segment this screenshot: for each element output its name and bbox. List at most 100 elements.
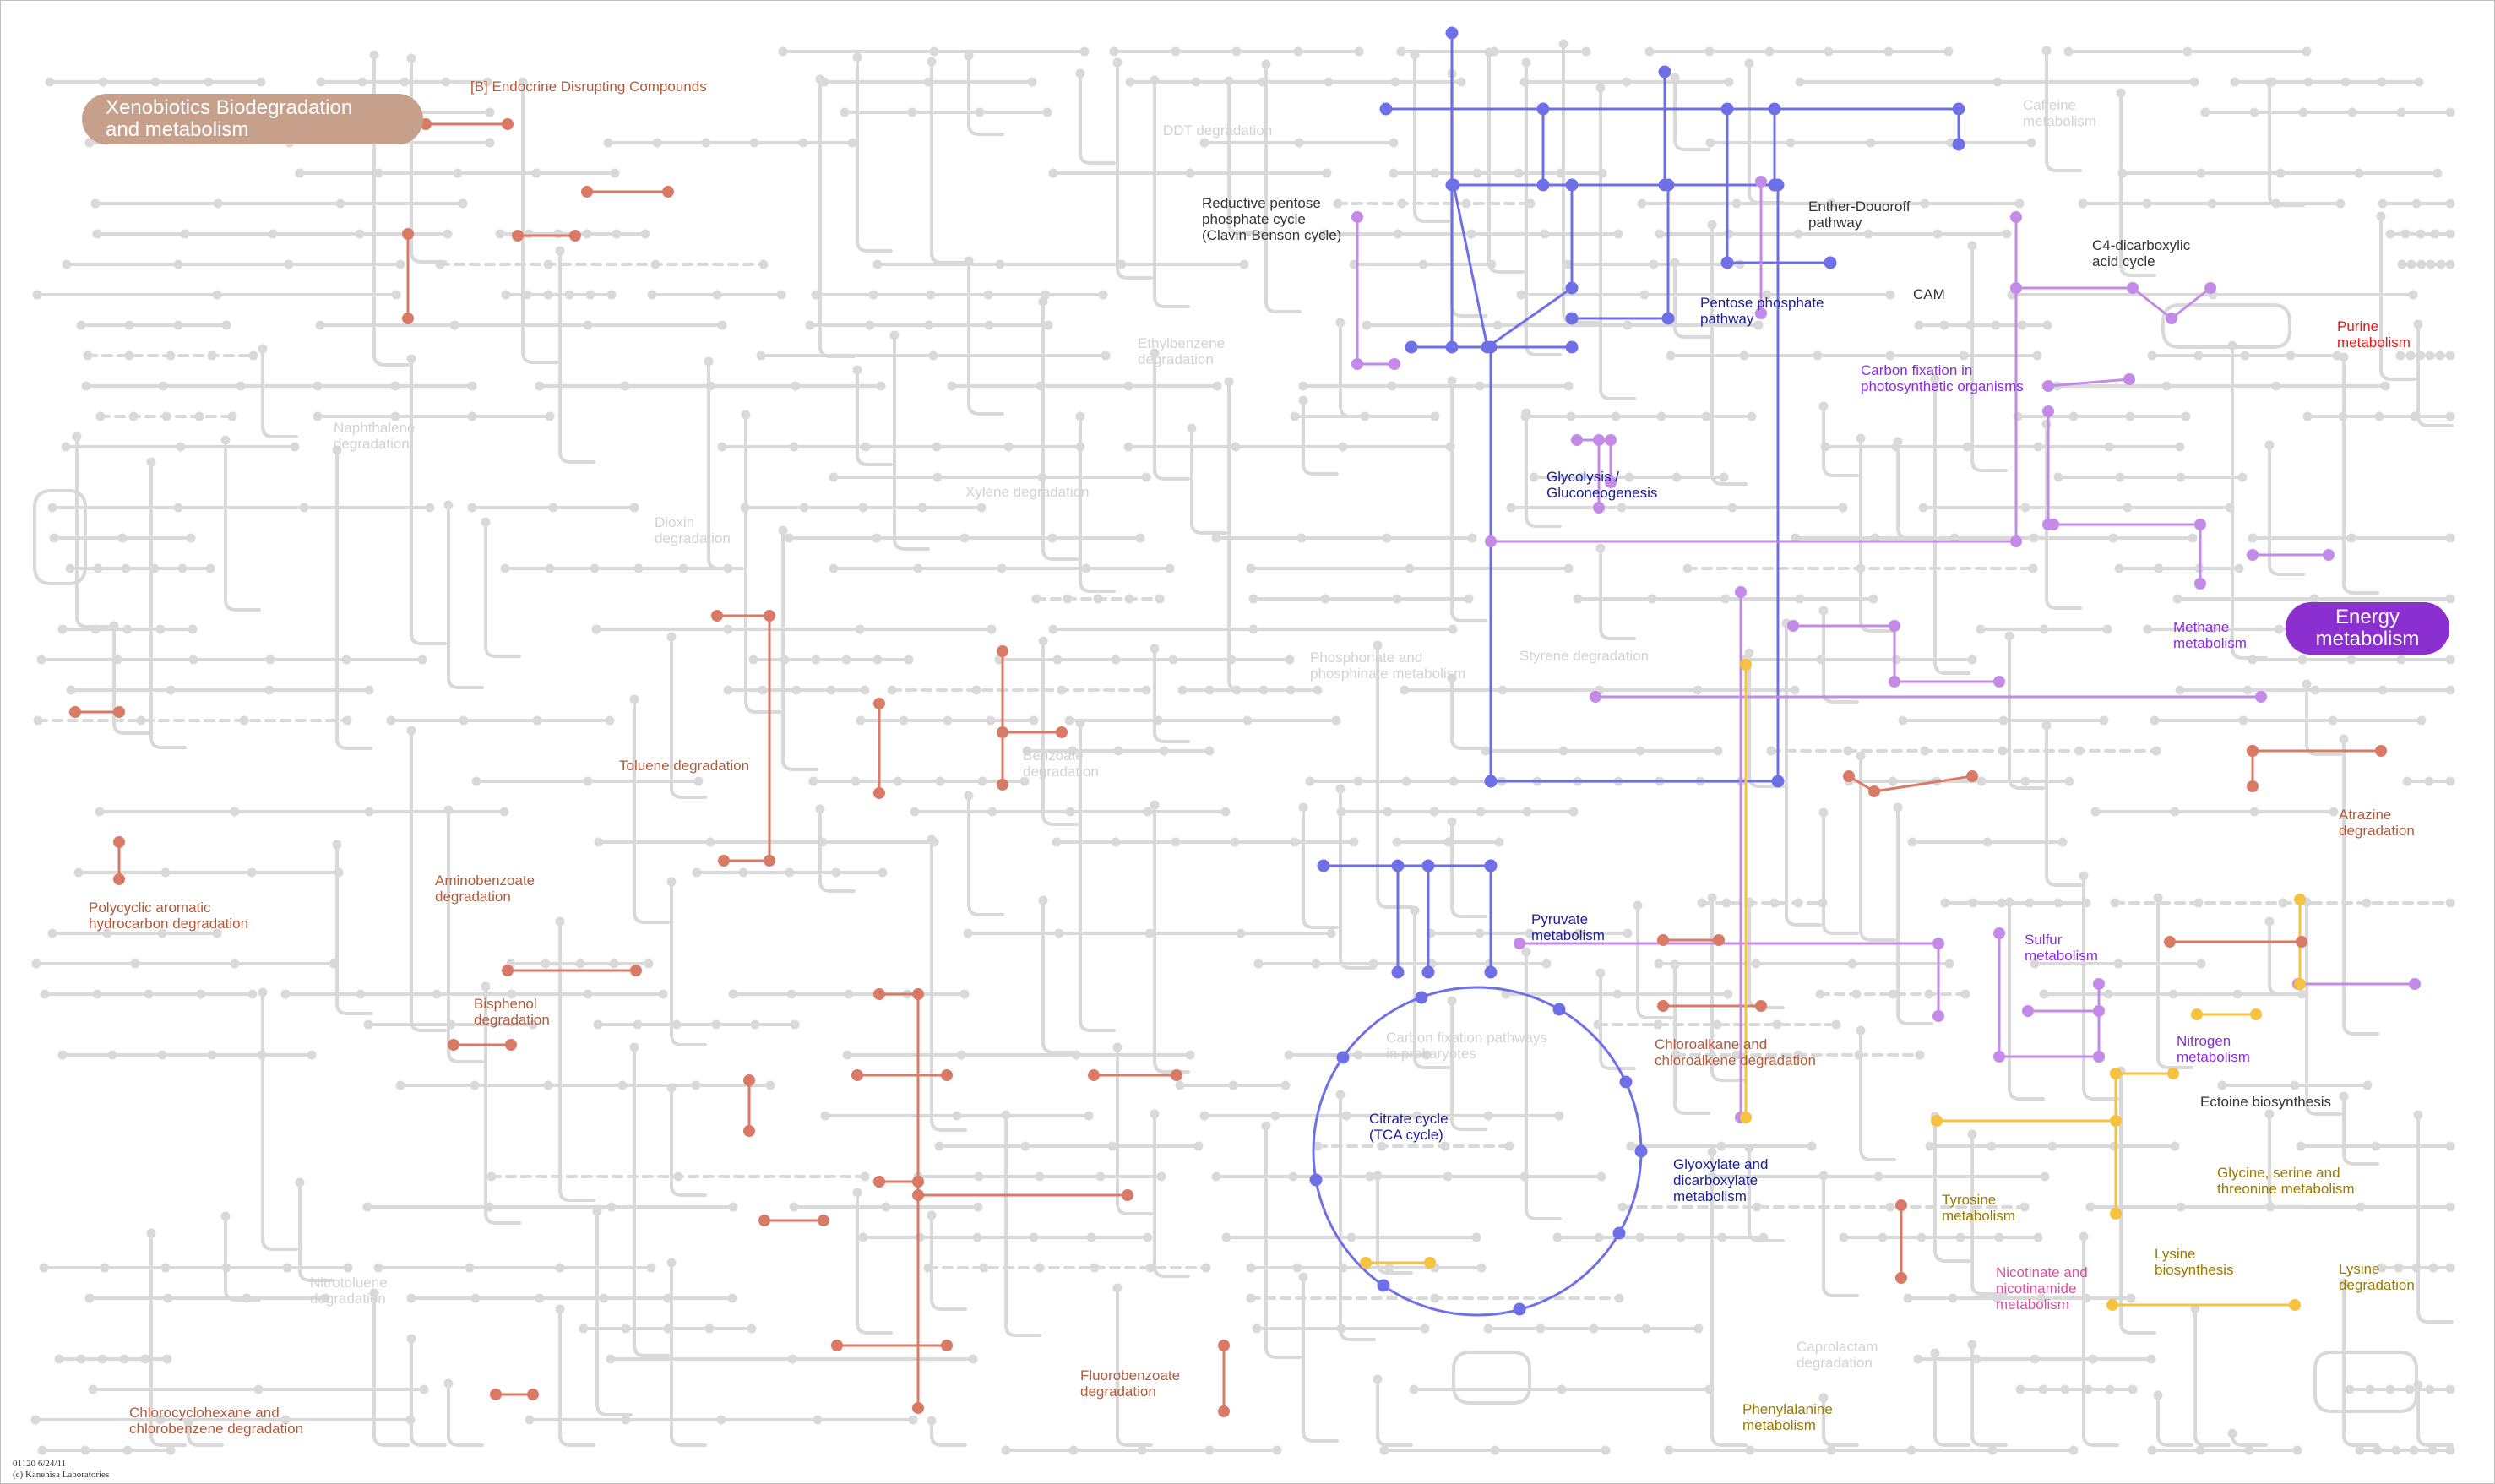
compound-node[interactable] (927, 1210, 937, 1220)
compound-node[interactable] (1976, 624, 1986, 634)
compound-node[interactable] (2041, 720, 2052, 731)
compound-node[interactable] (2064, 776, 2074, 786)
compound-node[interactable] (2237, 472, 2248, 482)
compound-node[interactable] (2117, 168, 2128, 178)
compound-node[interactable] (2020, 776, 2030, 786)
compound-node[interactable] (1671, 472, 1682, 482)
compound-node[interactable] (499, 807, 509, 817)
compound-node[interactable] (1965, 320, 1976, 330)
compound-node[interactable] (150, 77, 160, 87)
compound-node[interactable] (1242, 715, 1253, 726)
compound-node[interactable] (1177, 685, 1188, 695)
compound-node[interactable] (1641, 1324, 1651, 1334)
compound-node[interactable] (1739, 351, 1749, 361)
energy-light-compound-node[interactable] (2047, 519, 2059, 530)
compound-node[interactable] (1052, 837, 1062, 847)
compound-node[interactable] (977, 776, 987, 786)
compound-node[interactable] (876, 381, 886, 391)
compound-node[interactable] (633, 563, 644, 573)
compound-node[interactable] (1744, 1143, 1754, 1153)
energy-light-compound-node[interactable] (2010, 282, 2022, 294)
compound-node[interactable] (971, 685, 981, 695)
compound-node[interactable] (610, 168, 620, 178)
compound-node[interactable] (1839, 1232, 1849, 1242)
compound-node[interactable] (579, 1324, 589, 1334)
compound-node[interactable] (495, 229, 505, 239)
energy-compound-node[interactable] (1484, 965, 1498, 979)
compound-node[interactable] (2240, 351, 2250, 361)
compound-node[interactable] (1384, 1263, 1394, 1273)
compound-node[interactable] (1982, 837, 1992, 847)
compound-node[interactable] (2445, 351, 2455, 361)
compound-node[interactable] (307, 1050, 317, 1060)
compound-node[interactable] (1633, 900, 1643, 911)
compound-node[interactable] (1735, 259, 1745, 269)
compound-node[interactable] (2030, 1354, 2040, 1364)
compound-node[interactable] (2090, 807, 2101, 817)
compound-node[interactable] (2019, 1202, 2030, 1212)
compound-node[interactable] (1211, 1171, 1221, 1182)
compound-node[interactable] (1201, 1263, 1211, 1273)
compound-node[interactable] (32, 290, 42, 300)
compound-node[interactable] (1693, 1324, 1704, 1334)
compound-node[interactable] (334, 867, 344, 878)
compound-node[interactable] (1071, 1050, 1081, 1060)
compound-node[interactable] (31, 959, 41, 969)
compound-node[interactable] (406, 1334, 416, 1344)
compound-node[interactable] (47, 928, 57, 938)
compound-node[interactable] (1410, 905, 1420, 916)
compound-node[interactable] (2002, 229, 2012, 239)
compound-node[interactable] (1992, 1293, 2003, 1303)
energy-light-compound-node[interactable] (1993, 676, 2005, 688)
compound-node[interactable] (1713, 746, 1723, 756)
cam-label[interactable]: CAM (1913, 286, 1945, 302)
compound-node[interactable] (1790, 685, 1800, 695)
compound-node[interactable] (2405, 351, 2416, 361)
compound-node[interactable] (62, 259, 72, 269)
compound-node[interactable] (1612, 989, 1623, 999)
compound-node[interactable] (1723, 989, 1733, 999)
compound-node[interactable] (1751, 959, 1761, 969)
compound-node[interactable] (987, 624, 997, 634)
compound-node[interactable] (1101, 351, 1111, 361)
compound-node[interactable] (363, 1019, 373, 1030)
compound-node[interactable] (485, 107, 495, 117)
compound-node[interactable] (1959, 351, 1969, 361)
xenobiotics-compound-node[interactable] (764, 610, 775, 622)
compound-node[interactable] (2302, 679, 2312, 689)
compound-node[interactable] (425, 503, 435, 513)
compound-node[interactable] (974, 1171, 984, 1182)
amino-acid-compound-node[interactable] (2110, 1208, 2122, 1220)
energy-compound-node[interactable] (1391, 965, 1405, 979)
compound-node[interactable] (1498, 685, 1508, 695)
energy-light-compound-node[interactable] (1932, 938, 1944, 949)
compound-node[interactable] (1175, 1080, 1185, 1090)
xenobiotics-compound-node[interactable] (912, 1176, 924, 1188)
compound-node[interactable] (1387, 381, 1397, 391)
compound-node[interactable] (1261, 59, 1271, 69)
compound-node[interactable] (1893, 802, 1903, 813)
compound-node[interactable] (606, 1354, 616, 1364)
compound-node[interactable] (2356, 1202, 2366, 1212)
compound-node[interactable] (144, 989, 154, 999)
compound-node[interactable] (1885, 1202, 1895, 1212)
compound-node[interactable] (1319, 229, 1329, 239)
compound-node[interactable] (2298, 107, 2308, 117)
energy-compound-node[interactable] (1391, 859, 1405, 872)
compound-node[interactable] (2346, 533, 2356, 543)
xenobiotics-compound-node[interactable] (1171, 1069, 1182, 1081)
compound-node[interactable] (295, 168, 305, 178)
compound-node[interactable] (1519, 77, 1530, 87)
compound-node[interactable] (2409, 1445, 2419, 1455)
chloroalkane-label[interactable]: Chloroalkane and chloroalkene degradatio… (1655, 1036, 1816, 1068)
compound-node[interactable] (872, 533, 882, 543)
compound-node[interactable] (594, 837, 604, 847)
compound-node[interactable] (543, 1080, 553, 1090)
compound-node[interactable] (1418, 259, 1428, 269)
compound-node[interactable] (532, 715, 542, 726)
tca-compound-node[interactable] (1634, 1144, 1648, 1158)
compound-node[interactable] (2414, 77, 2424, 87)
compound-node[interactable] (1704, 46, 1715, 57)
compound-node[interactable] (470, 1293, 481, 1303)
compound-node[interactable] (789, 442, 799, 452)
